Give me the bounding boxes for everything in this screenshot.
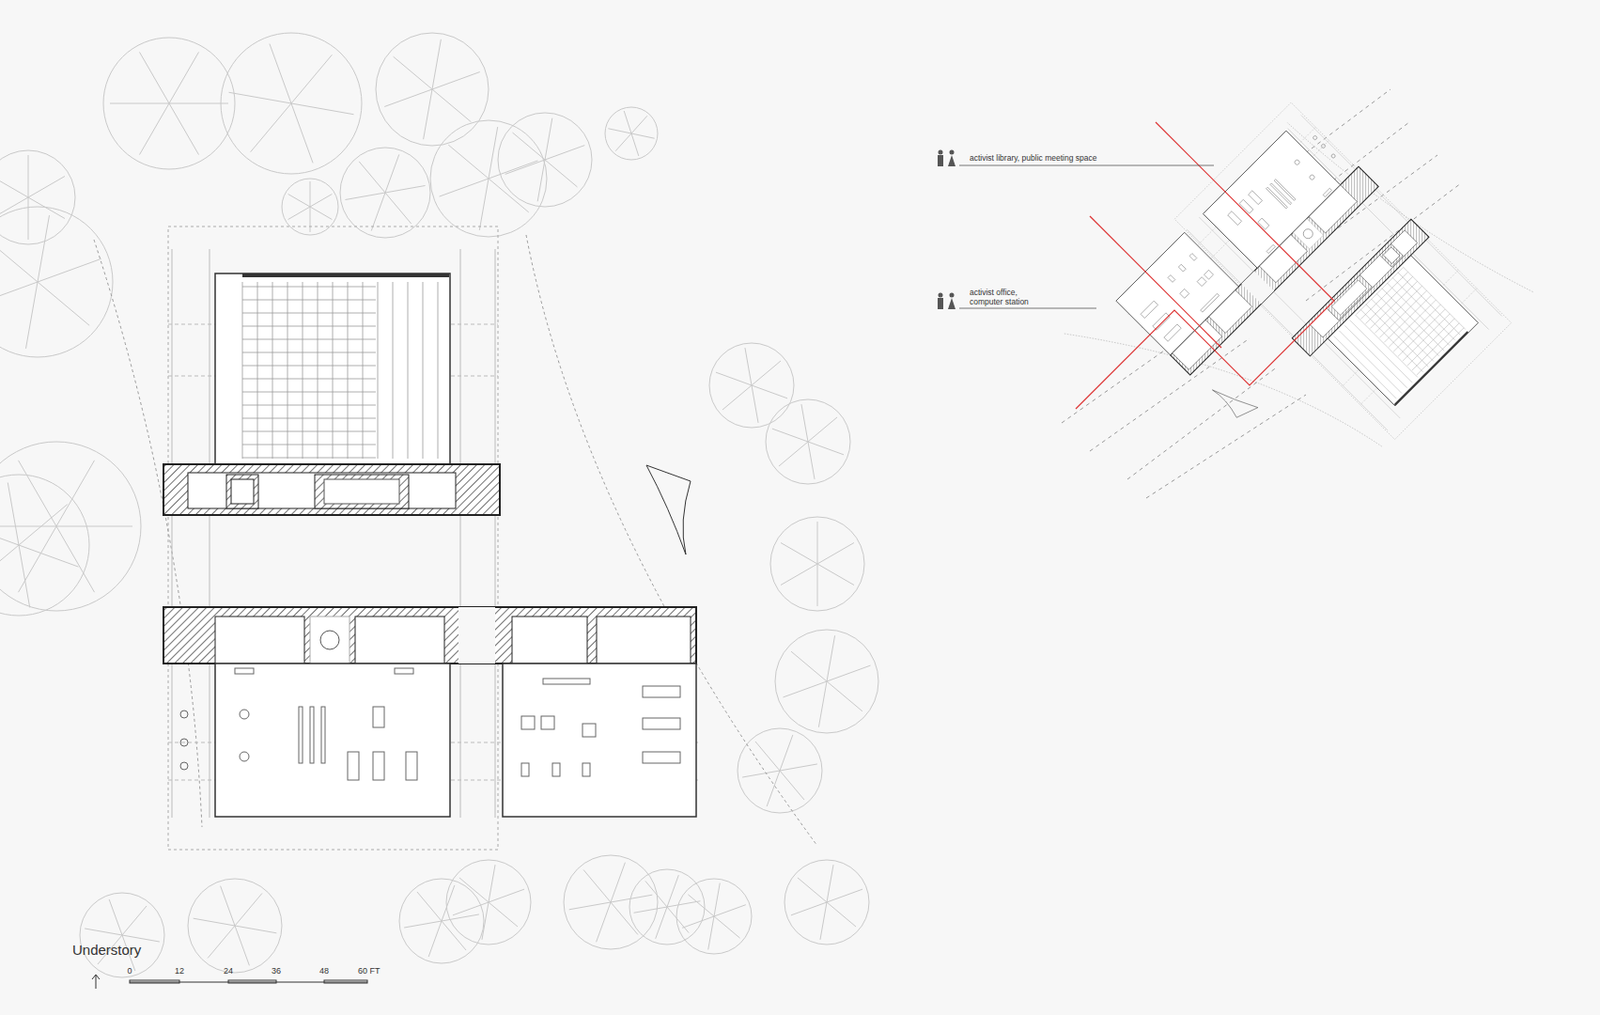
scale-number: 24 xyxy=(223,965,234,977)
callout-label: activist office, computer station xyxy=(969,287,1045,307)
scale-number: 12 xyxy=(174,965,185,977)
plan-title: Understory xyxy=(72,941,141,959)
scale-number: 60 FT xyxy=(357,965,381,977)
scale-number: 48 xyxy=(319,965,329,977)
scale-number: 36 xyxy=(271,965,281,977)
callout-label: activist library, public meeting space xyxy=(969,153,1097,163)
scale-number: 0 xyxy=(126,965,132,977)
